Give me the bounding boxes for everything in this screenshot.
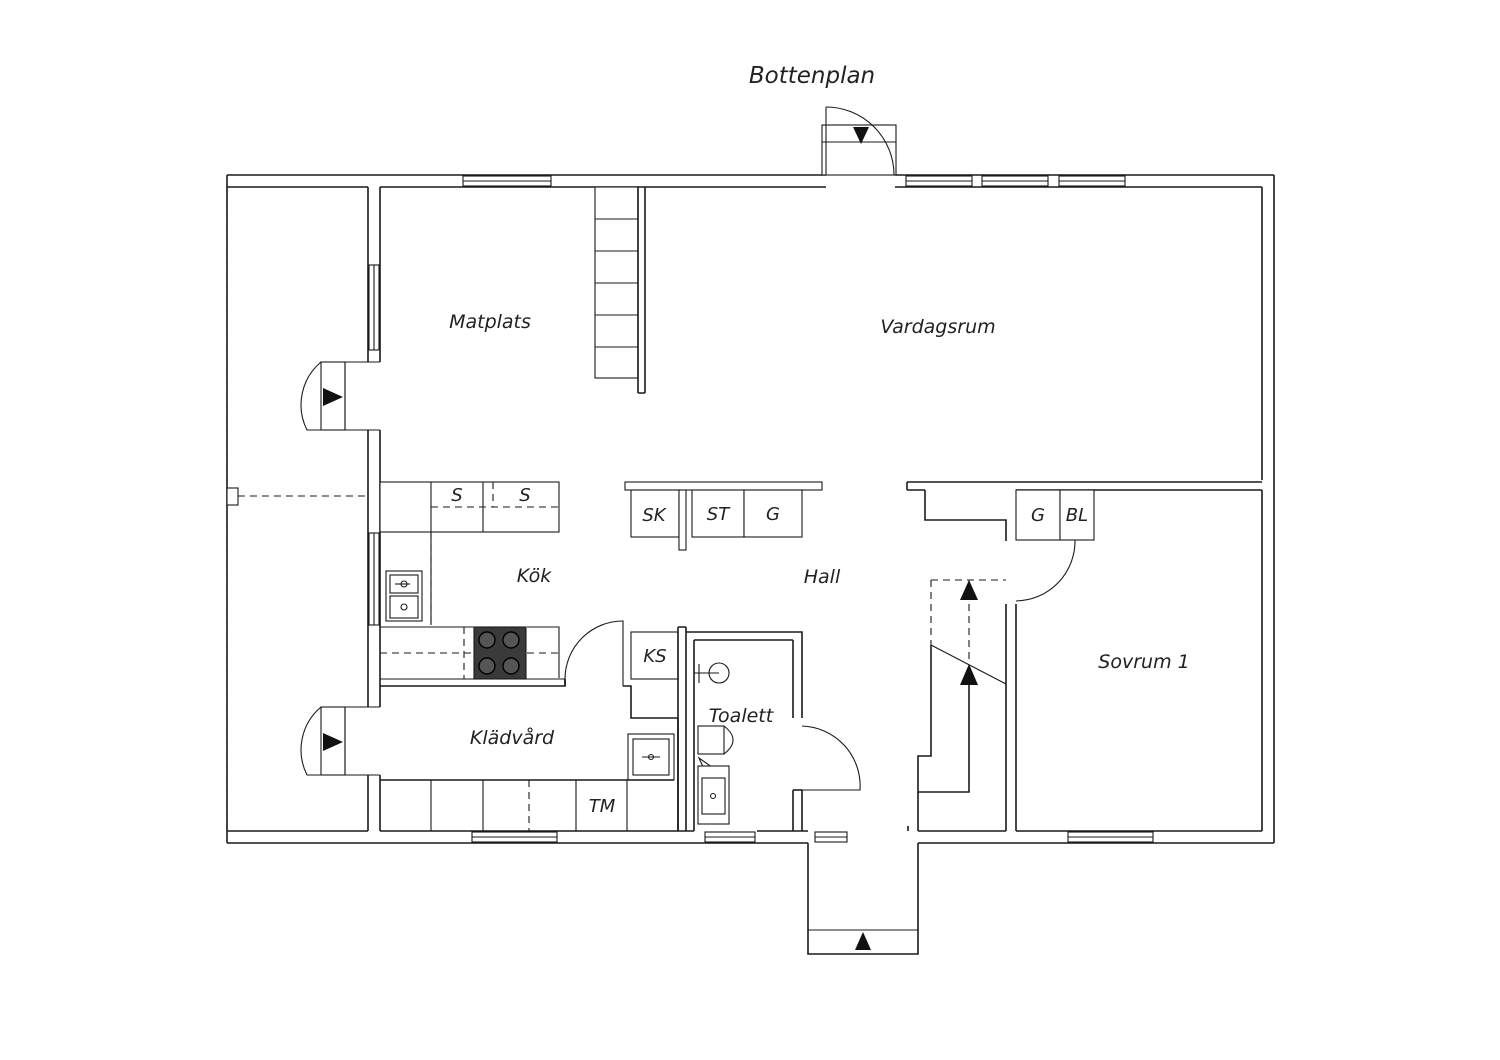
fixture-g-2: G [1031, 505, 1045, 526]
bedroom-closets [1015, 489, 1095, 602]
fixture-tm: TM [589, 796, 616, 817]
veranda-door-lower [300, 706, 380, 776]
veranda-door-upper [300, 361, 380, 431]
room-hall: Hall [804, 566, 841, 588]
staircase [594, 186, 646, 394]
room-sovrum1: Sovrum 1 [1098, 651, 1189, 673]
fixture-s-2: S [519, 485, 530, 506]
stairs-down [917, 579, 1007, 793]
toilet-room [686, 631, 861, 831]
plan-title: Bottenplan [749, 63, 875, 89]
fixture-s-1: S [451, 485, 462, 506]
kitchen-upper-counter [379, 481, 560, 625]
bottom-windows [471, 831, 1154, 843]
fixture-ks: KS [643, 646, 666, 667]
left-house-wall [367, 187, 381, 831]
veranda-outline [226, 187, 368, 831]
fixture-bl: BL [1066, 505, 1088, 526]
laundry-fixtures [380, 733, 675, 831]
room-kok: Kök [517, 565, 552, 587]
hall-closets [630, 489, 803, 551]
room-vardagsrum: Vardagsrum [880, 316, 995, 338]
room-toalett: Toalett [709, 705, 775, 727]
fixture-g-1: G [766, 504, 780, 525]
kitchen-lower-counter [380, 626, 565, 680]
fixture-st: ST [707, 504, 731, 525]
interior-walls [624, 481, 1262, 831]
ks-closet [630, 626, 687, 831]
kitchen-sink [385, 570, 423, 622]
room-kladvard: Klädvård [470, 726, 555, 749]
top-entrance-door [821, 106, 897, 176]
bottom-entrance [807, 843, 919, 955]
fixture-sk: SK [642, 505, 666, 526]
top-windows [462, 175, 1126, 187]
room-matplats: Matplats [449, 311, 531, 333]
